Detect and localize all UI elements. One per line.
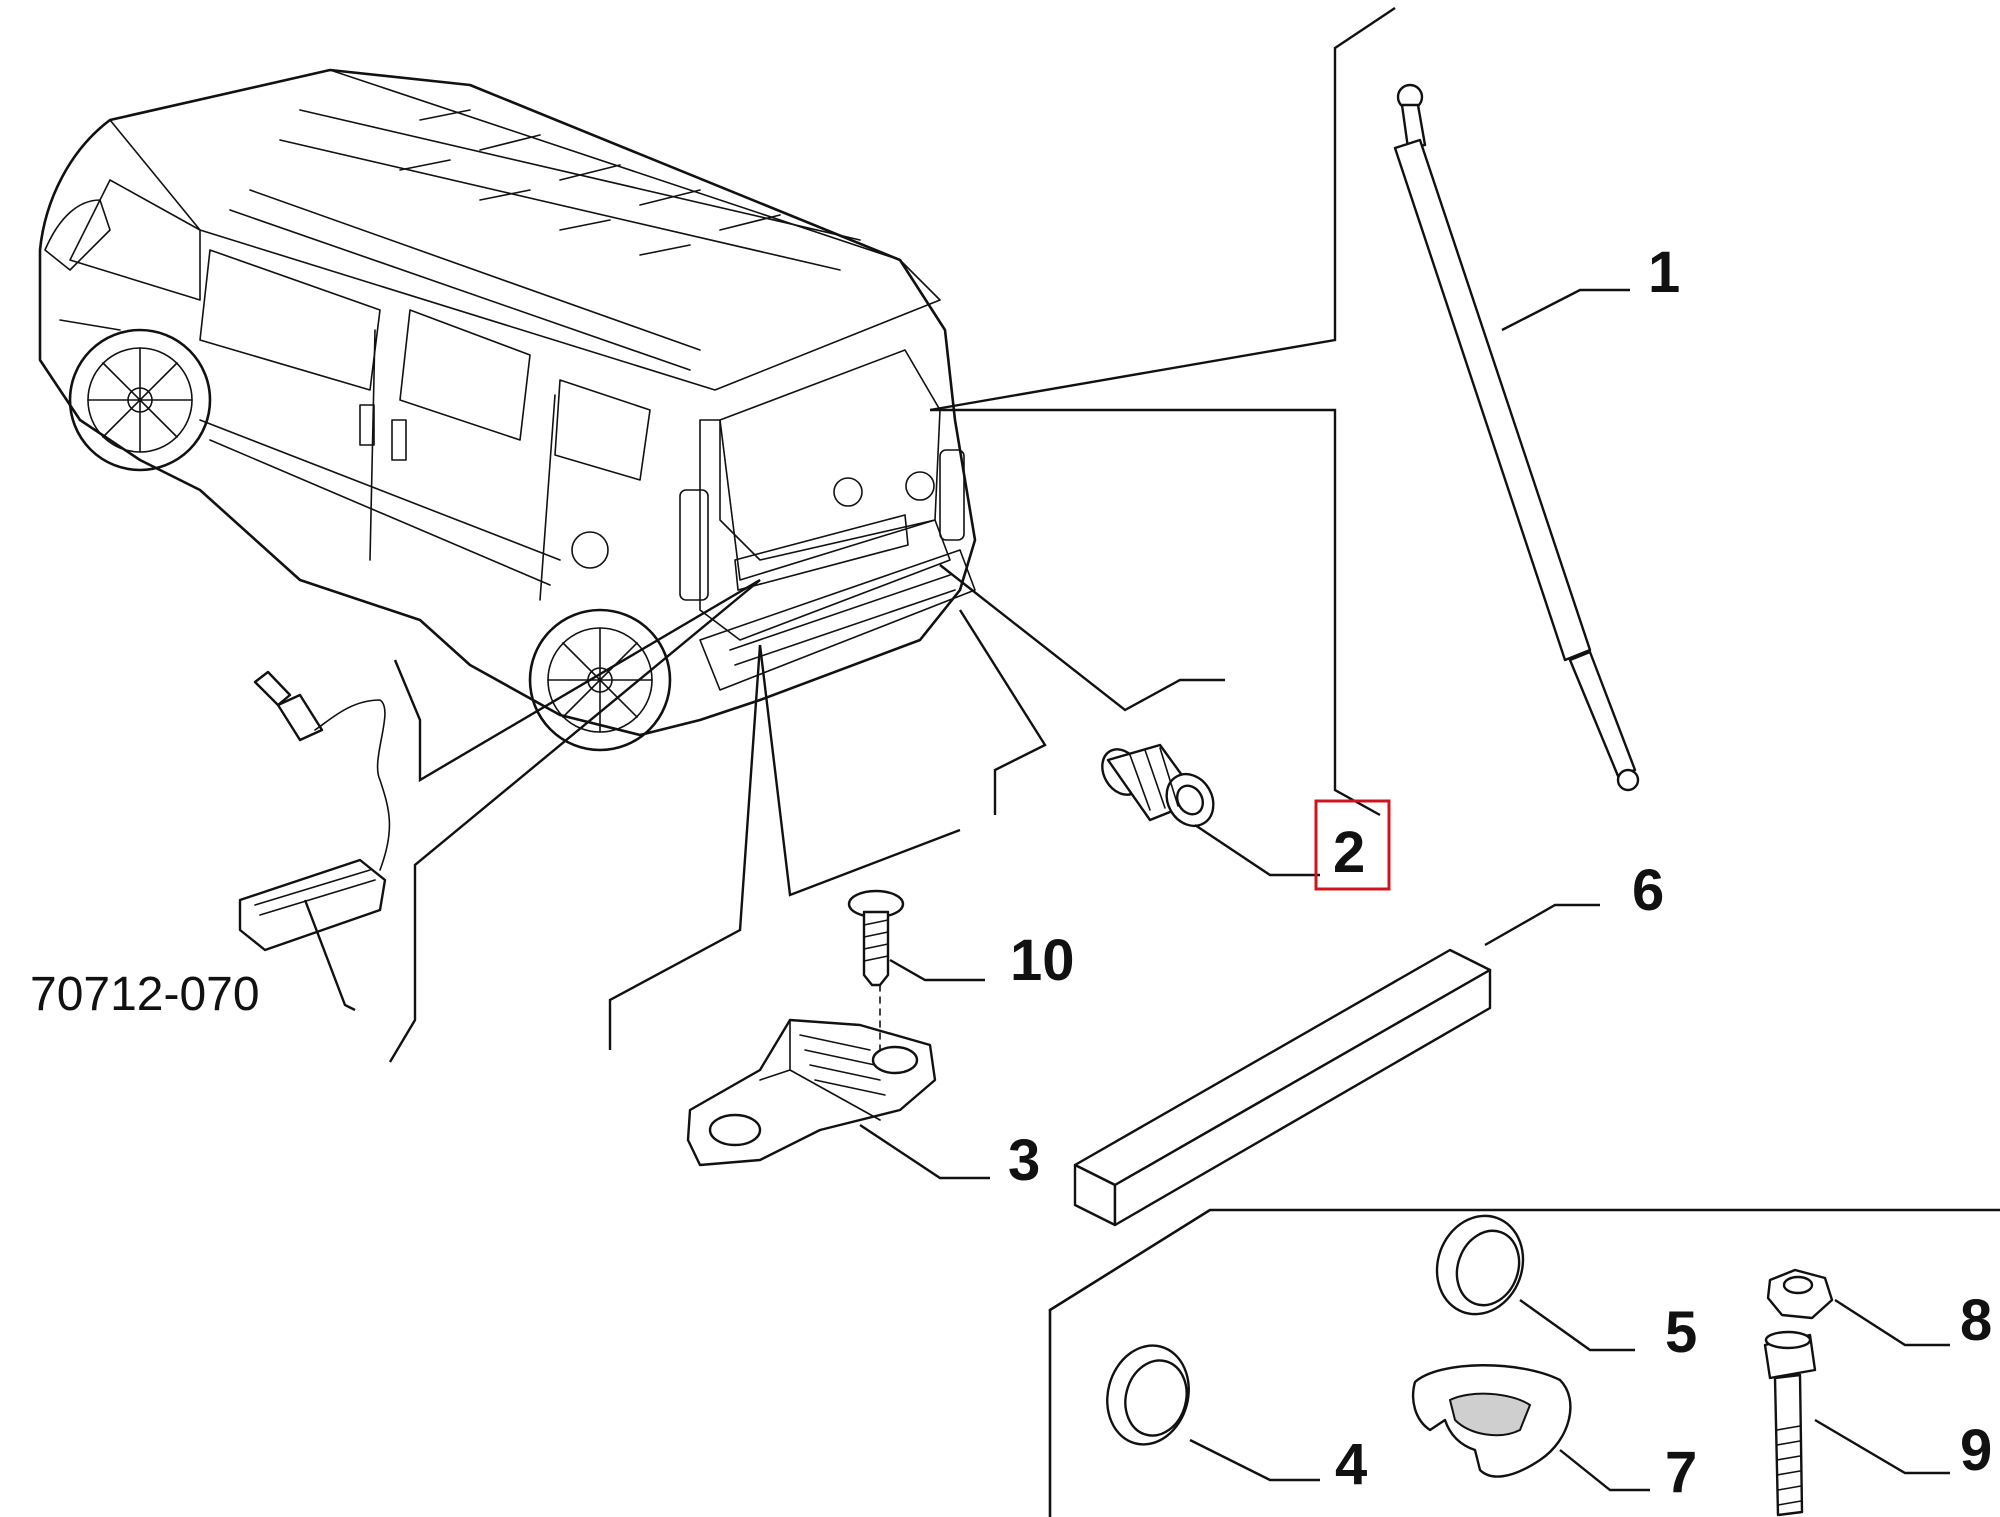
callout-labels: 1 2 3 4 5 6 7 8 9 10 70712-070 — [30, 240, 1992, 1505]
part-70712-070-switch — [238, 670, 391, 952]
part-code-label: 70712-070 — [30, 968, 260, 1021]
callout-2: 2 — [1333, 820, 1365, 885]
part-5-plug — [1455, 1229, 1521, 1307]
leader-lines — [303, 7, 1950, 1492]
callout-1: 1 — [1648, 240, 1680, 305]
callout-7: 7 — [1665, 1440, 1697, 1505]
part-10-screw — [847, 889, 905, 987]
callout-10: 10 — [1010, 928, 1075, 993]
vehicle-illustration — [38, 68, 977, 752]
callout-3: 3 — [1008, 1128, 1040, 1193]
part-3-switch-module — [686, 984, 937, 1167]
callout-2-highlight — [1314, 799, 1391, 891]
callout-5: 5 — [1665, 1300, 1697, 1365]
callout-4: 4 — [1335, 1432, 1367, 1497]
part-6-rubber-strip — [1073, 948, 1492, 1227]
hardware-parts-group — [1048, 1208, 2000, 1517]
callout-9: 9 — [1960, 1418, 1992, 1483]
callout-8: 8 — [1960, 1288, 1992, 1353]
callout-6: 6 — [1632, 858, 1664, 923]
part-2-bump-stop — [1101, 743, 1215, 828]
part-4-plug — [1124, 1359, 1188, 1437]
part-1-gas-strut — [1393, 83, 1640, 792]
